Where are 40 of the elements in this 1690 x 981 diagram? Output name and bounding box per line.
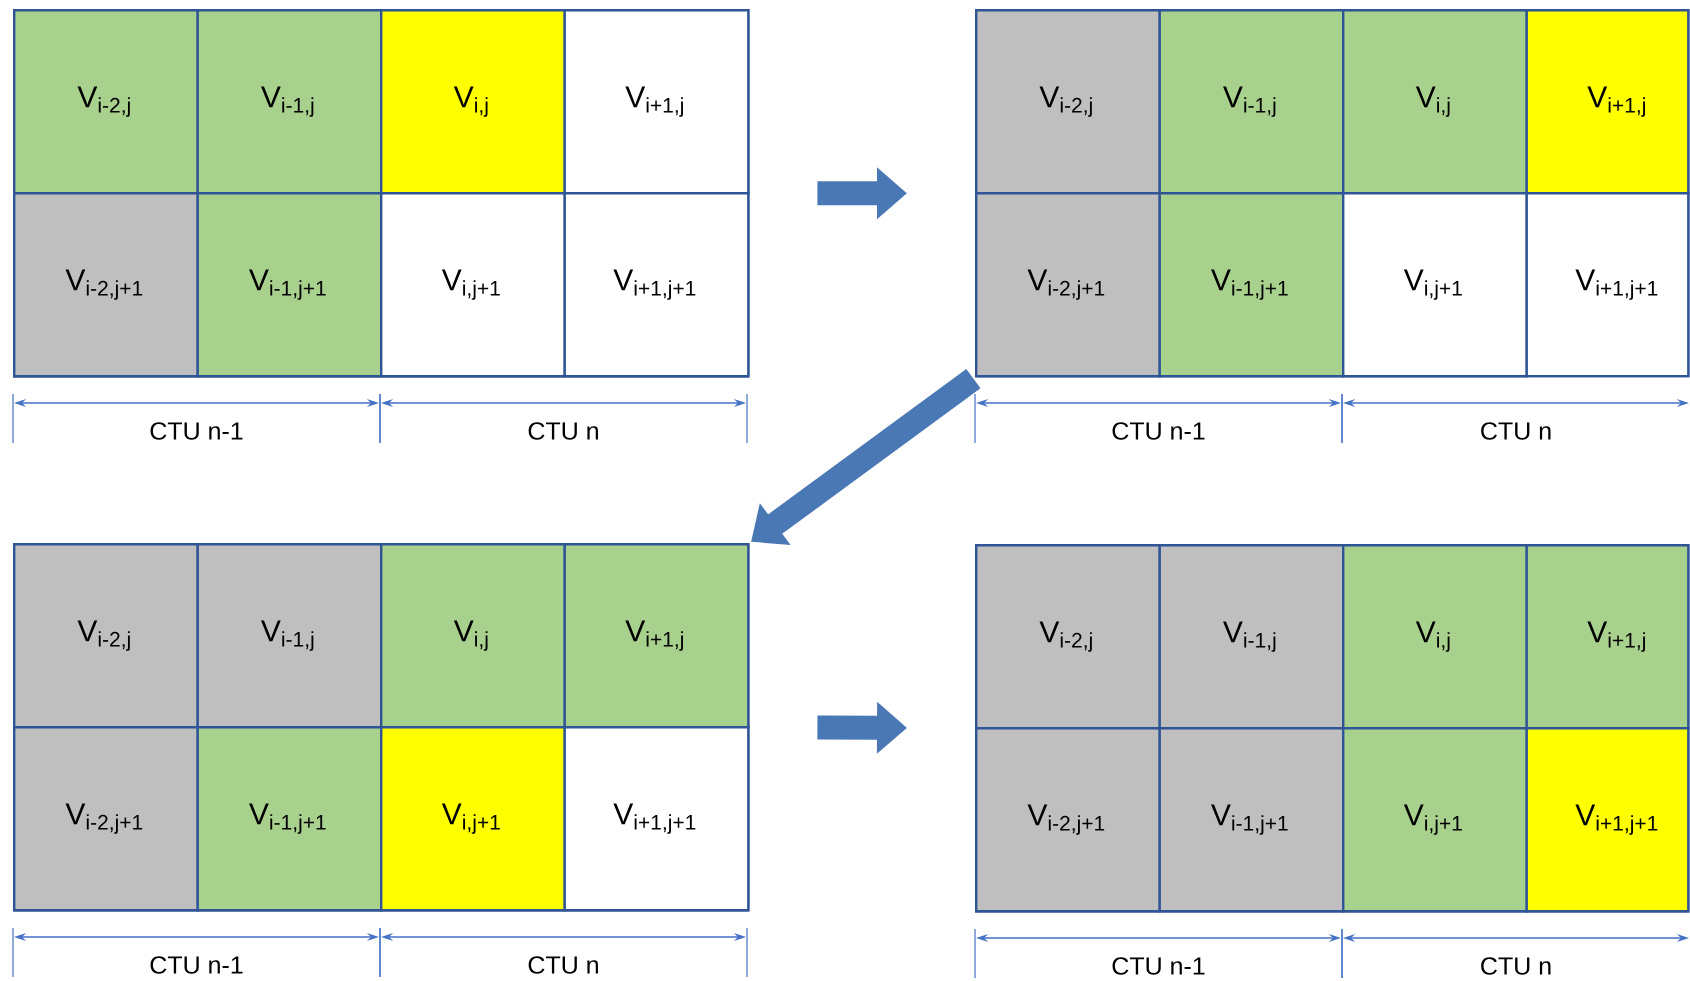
grid-cell: V$_{i,j+1}$ bbox=[1342, 192, 1528, 378]
grid-cell: V$_{i+1,j+1}$ bbox=[563, 192, 750, 378]
grid-cell: V$_{i+1,j+1}$ bbox=[1525, 192, 1690, 378]
dimension-label: CTU n-1 bbox=[150, 956, 243, 974]
dimension-label: CTU n bbox=[1481, 957, 1551, 975]
grid-cell: V$_{i-2,j}$ bbox=[975, 544, 1161, 730]
grid-cell: V$_{i,j}$ bbox=[1342, 9, 1528, 195]
grid-cell: V$_{i,j}$ bbox=[380, 543, 566, 729]
grid-cell: V$_{i-1,j+1}$ bbox=[196, 192, 383, 378]
grid-cell: V$_{i-2,j}$ bbox=[975, 9, 1161, 195]
grid-cell: V$_{i+1,j+1}$ bbox=[563, 726, 750, 912]
dimension-label: CTU n bbox=[528, 422, 598, 440]
grid-cell: V$_{i,j}$ bbox=[380, 9, 566, 195]
grid-cell: V$_{i-1,j+1}$ bbox=[1158, 727, 1345, 913]
grid-cell: V$_{i-1,j+1}$ bbox=[196, 726, 383, 912]
dimension-label: CTU n bbox=[528, 956, 598, 974]
grid-cell: V$_{i-2,j+1}$ bbox=[975, 727, 1161, 913]
grid-cell: V$_{i-1,j+1}$ bbox=[1158, 192, 1345, 378]
grid-cell: V$_{i,j}$ bbox=[1342, 544, 1528, 730]
grid-cell: V$_{i,j+1}$ bbox=[1342, 727, 1528, 913]
dimension-label: CTU n bbox=[1481, 422, 1551, 440]
dimension-label: CTU n-1 bbox=[150, 422, 243, 440]
grid-cell: V$_{i+1,j+1}$ bbox=[1525, 727, 1690, 913]
grid-cell: V$_{i,j+1}$ bbox=[380, 192, 566, 378]
grid-cell: V$_{i-2,j}$ bbox=[13, 543, 199, 729]
grid-cell: V$_{i+1,j}$ bbox=[563, 9, 750, 195]
grid-cell: V$_{i-2,j}$ bbox=[13, 9, 199, 195]
grid-cell: V$_{i+1,j}$ bbox=[1525, 544, 1690, 730]
grid-cell: V$_{i,j+1}$ bbox=[380, 726, 566, 912]
grid-cell: V$_{i-1,j}$ bbox=[196, 543, 383, 729]
grid-cell: V$_{i-2,j+1}$ bbox=[13, 726, 199, 912]
grid-cell: V$_{i+1,j}$ bbox=[1525, 9, 1690, 195]
grid-cell: V$_{i-2,j+1}$ bbox=[975, 192, 1161, 378]
grid-cell: V$_{i-1,j}$ bbox=[1158, 9, 1345, 195]
grid-cell: V$_{i-1,j}$ bbox=[1158, 544, 1345, 730]
dimension-label: CTU n-1 bbox=[1112, 957, 1205, 975]
dimension-label: CTU n-1 bbox=[1112, 422, 1205, 440]
grid-cell: V$_{i-1,j}$ bbox=[196, 9, 383, 195]
grid-cell: V$_{i-2,j+1}$ bbox=[13, 192, 199, 378]
grid-cell: V$_{i+1,j}$ bbox=[563, 543, 750, 729]
